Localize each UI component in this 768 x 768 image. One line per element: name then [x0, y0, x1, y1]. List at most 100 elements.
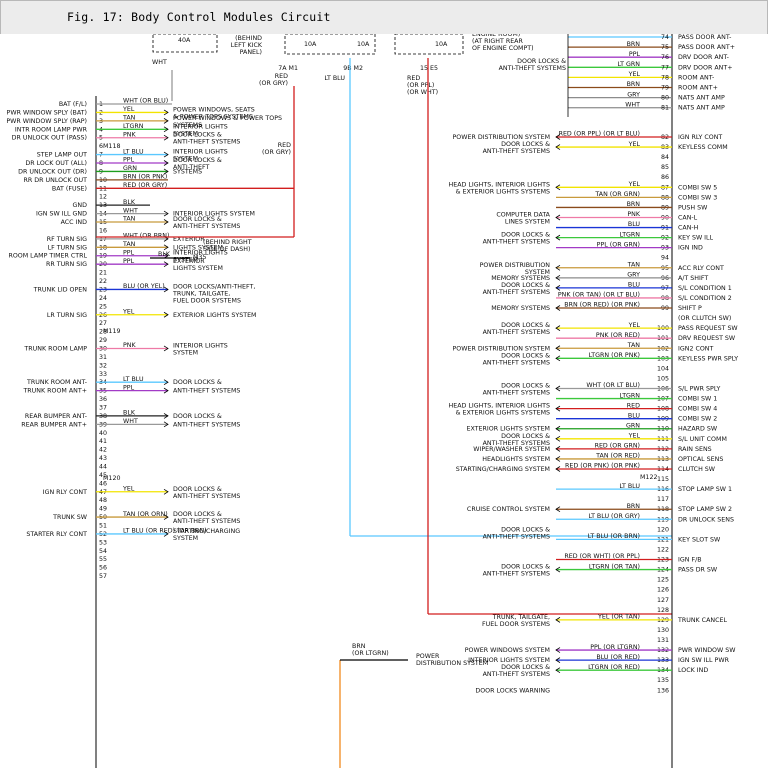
left-pin-label: DR LOCK OUT (ALL) — [25, 160, 87, 167]
right-pin-label: COMBI SW 2 — [678, 416, 717, 423]
right-pin-number: 122 — [657, 546, 669, 553]
feed-label-wht: WHT — [152, 59, 167, 66]
right-destination-label: CRUISE CONTROL SYSTEM — [467, 506, 550, 513]
left-destination-label: POWER WINDOWS & POWER TOPS — [173, 115, 282, 122]
right-wire-color-label: BLU — [628, 282, 641, 289]
right-destination-label: DOOR LOCKS & — [501, 352, 550, 359]
engine-room-note: ENGINE ROOM) — [472, 34, 520, 38]
right-arrow — [555, 264, 561, 271]
left-pin-number: 48 — [99, 497, 107, 504]
right-wire-color-label: RED (OR WHT) (OR PPL) — [564, 553, 640, 560]
right-pin-label: COMBI SW 3 — [678, 194, 717, 201]
left-pin-number: 46 — [99, 480, 107, 487]
right-arrow — [555, 144, 561, 150]
right-arrow — [555, 647, 561, 653]
left-arrow — [163, 126, 169, 133]
right-arrow — [555, 435, 561, 442]
left-pin-number: 42 — [99, 447, 107, 454]
right-pin-label: NATS ANT AMP — [678, 95, 725, 102]
right-wire-color-label: LTGRN — [620, 392, 641, 399]
feed-label-red-orppl: RED — [407, 75, 420, 82]
right-wire-color-label: TAN — [627, 261, 641, 268]
right-arrow — [555, 425, 561, 432]
left-pin-number: 57 — [99, 573, 107, 580]
right-pin-label: PASS REQUEST SW — [678, 325, 738, 332]
right-top-wire-color: BRN — [627, 81, 641, 88]
left-arrow — [163, 168, 169, 175]
title-bar: Fig. 17: Body Control Modules Circuit — [0, 0, 768, 35]
feed-label-red: (OR GRY) — [262, 149, 291, 156]
right-destination-label: MEMORY SYSTEMS — [491, 275, 550, 282]
right-wire-color-label: PPL (OR GRN) — [597, 241, 640, 248]
left-destination-label: DOOR LOCKS & — [173, 379, 222, 386]
right-pin-number: 78 — [661, 74, 669, 81]
left-pin-label: IGN RLY CONT — [43, 489, 87, 496]
left-arrow — [163, 345, 169, 352]
right-destination-label: DOOR LOCKS WARNING — [475, 687, 550, 694]
right-pin-number: 127 — [657, 597, 669, 604]
left-destination-label: ANTI-THEFT SYSTEMS — [173, 493, 240, 500]
right-top-wire-color: GRY — [627, 91, 640, 98]
left-destination-label: SYSTEM — [173, 349, 198, 356]
engine-room-note: OF ENGINE COMPT) — [472, 45, 534, 52]
right-pin-number: 75 — [661, 44, 669, 51]
right-top-wire-color: LT GRN — [618, 61, 641, 68]
right-pin-number: 79 — [661, 85, 669, 92]
right-wire-color-label: YEL (OR TAN) — [597, 614, 640, 621]
left-pin-label: PWR WINDOW SPLY (BAT) — [7, 109, 87, 116]
left-wire-color-label: TAN (OR ORN) — [122, 511, 168, 518]
fuse-box-left — [152, 33, 218, 53]
left-destination-label: ANTI-THEFT SYSTEMS — [173, 223, 240, 230]
right-destination-label: FUEL DOOR SYSTEMS — [482, 621, 550, 628]
left-pin-label: REAR BUMPER ANT- — [25, 413, 87, 420]
right-wire-color-label: PNK — [627, 211, 641, 218]
left-wire-color-label: PPL — [123, 258, 135, 265]
right-pin-number: 128 — [657, 607, 669, 614]
right-pin-label: STOP LAMP SW 1 — [678, 486, 732, 493]
right-pin-label: DRV REQUEST SW — [678, 335, 736, 342]
right-wire-color-label: RED (OR PPL) (OR LT BLU) — [559, 131, 640, 138]
right-pin-number: 86 — [661, 174, 669, 181]
right-wire-color-label: BRN (OR RED) (OR PNK) — [564, 302, 640, 309]
left-arrow — [163, 118, 169, 124]
right-arrow — [555, 566, 561, 573]
right-pin-label: PASS DOOR ANT+ — [678, 44, 735, 51]
right-wire-color-label: PNK (OR RED) — [596, 332, 640, 339]
left-pin-number: 22 — [99, 278, 107, 285]
right-pin-number: 80 — [661, 95, 669, 102]
connector-label-m120: M120 — [103, 475, 120, 482]
left-arrow — [163, 134, 169, 141]
top-pin-label: 9B M2 — [343, 65, 363, 72]
left-destination-label: EXTERIOR — [173, 236, 205, 243]
right-pin-number: 120 — [657, 526, 669, 533]
fuse-label-10a: 10A — [304, 41, 317, 48]
right-pin-number: 94 — [661, 255, 669, 262]
right-pin-label: DRV DOOR ANT+ — [678, 64, 732, 71]
left-pin-label: TRUNK LID OPEN — [33, 286, 88, 293]
left-wire-color-label: LT BLU — [123, 148, 144, 155]
left-wire-color-label: GRN — [123, 165, 137, 172]
left-wire-color-label: LT BLU (OR RED) (OR BRN) — [123, 528, 207, 535]
left-pin-number: 53 — [99, 539, 107, 546]
right-pin-label: RAIN SENS — [678, 446, 712, 453]
right-destination-label: & EXTERIOR LIGHTS SYSTEMS — [456, 410, 550, 417]
right-destination-label: HEAD LIGHTS, INTERIOR LIGHTS — [449, 403, 550, 410]
fuse-label-10a: 10A — [357, 41, 370, 48]
behind-left-kick-note: PANEL) — [240, 49, 262, 56]
right-wire-color-label: YEL — [628, 433, 641, 440]
left-wire-color-label: RED (OR GRY) — [123, 182, 167, 189]
right-pin-label: PASS DOOR ANT- — [678, 34, 731, 41]
fuse-box-center — [284, 33, 376, 55]
right-pin-label: CLUTCH SW — [678, 466, 716, 473]
left-pin-label: BAT (F/L) — [59, 101, 87, 108]
right-wire-color-label: TAN — [627, 342, 641, 349]
right-pin-number: 74 — [661, 34, 669, 41]
right-destination-label: COMPUTER DATA — [496, 211, 550, 218]
right-arrow — [555, 385, 561, 392]
left-wire-color-label: LTGRN — [123, 123, 144, 130]
right-wire-color-label: LT BLU (OR GRY) — [588, 513, 640, 520]
left-pin-label: DR UNLOCK OUT (DR) — [18, 168, 87, 175]
left-pin-number: 55 — [99, 556, 107, 563]
left-pin-label: LF TURN SIG — [48, 244, 88, 251]
